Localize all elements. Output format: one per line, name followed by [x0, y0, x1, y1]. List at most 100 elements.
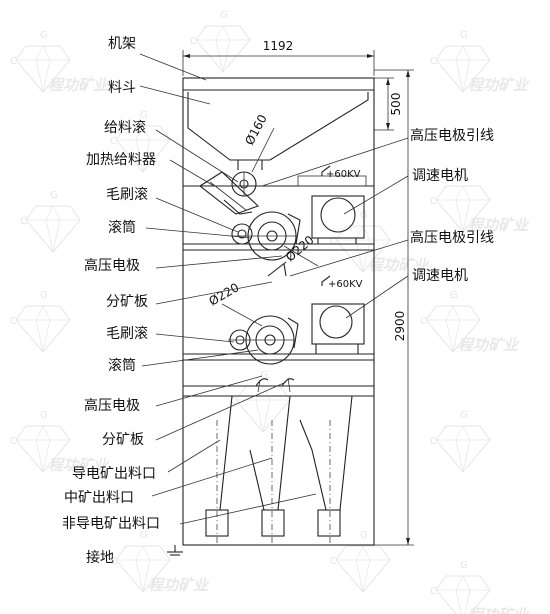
label-middling-outlet: 中矿出料口: [64, 490, 134, 506]
watermark-tile: CG: [10, 290, 71, 353]
feed-roller-dia-leader: [251, 127, 275, 173]
watermark-text: 程功矿业: [48, 76, 110, 94]
watermark-letter-g: G: [50, 190, 58, 201]
label-motor-2: 调速电机: [412, 268, 468, 284]
watermark-letter-g: G: [40, 410, 48, 421]
watermark-text: 程功矿业: [468, 216, 530, 234]
watermark-letter-c: C: [110, 136, 117, 147]
roller-dia-1-text: Ø220: [283, 233, 317, 265]
feed-roller-dia-text: Ø160: [242, 112, 270, 147]
watermark-letter-c: C: [330, 556, 337, 567]
roller-dia-2-leader: [221, 303, 263, 327]
watermark-letter-g: G: [260, 370, 268, 381]
voltage-2-text: +60KV: [328, 279, 363, 290]
ground-symbol: [167, 545, 183, 556]
discharge-chutes: [198, 395, 353, 546]
label-frame: 机架: [108, 36, 136, 52]
watermark-letter-c: C: [10, 316, 17, 327]
watermark-tile: CG: [230, 370, 291, 433]
label-brush-roller-2: 毛刷滚: [106, 325, 148, 342]
lower-splitter-plate: [255, 377, 295, 393]
roller-dia-2-text: Ø220: [207, 280, 242, 308]
label-nonconductor-outlet: 非导电矿出料口: [62, 516, 160, 532]
label-hv-electrode-1: 高压电极: [84, 257, 140, 274]
watermark-letter-c: C: [230, 396, 237, 407]
watermark-tile: C G 程功矿业: [10, 410, 110, 474]
upper-drum-assembly: [230, 211, 301, 261]
watermark-tile: C G 程功矿业: [430, 30, 530, 94]
watermark-tile: C G 程功矿业: [110, 530, 210, 594]
watermark-tile: CG: [330, 530, 391, 593]
watermark-layer: CG程功矿业CGCG程功矿业CGCG程功矿业CGCG程功矿业CGCG程功矿业CG…: [10, 10, 530, 614]
watermark-letter-c: C: [330, 236, 337, 247]
watermark-tile: C G 程功矿业: [10, 30, 110, 94]
watermark-tile: CG: [110, 110, 171, 173]
label-hopper: 料斗: [108, 80, 136, 96]
watermark-text: 程功矿业: [48, 456, 110, 474]
watermark-letter-c: C: [430, 586, 437, 597]
watermark-letter-g: G: [460, 30, 468, 41]
watermark-letter-g: G: [460, 560, 468, 571]
watermark-tile: CG: [190, 10, 251, 73]
watermark-text: 程功矿业: [148, 576, 210, 594]
upper-splitter-plate: [267, 261, 287, 277]
heating-feeder: [199, 171, 260, 215]
dimension-width: 1192: [182, 39, 375, 76]
watermark-text: 程功矿业: [468, 606, 530, 614]
dimension-total: 2900: [374, 69, 414, 546]
watermark-tile: C G 程功矿业: [430, 560, 530, 614]
watermark-tile: C G 程功矿业: [430, 170, 530, 234]
total-height-dimension-text: 2900: [393, 311, 407, 342]
right-leader-lines: [261, 137, 409, 319]
watermark-letter-g: G: [460, 410, 468, 421]
watermark-letter-g: G: [140, 110, 148, 121]
watermark-letter-g: G: [40, 30, 48, 41]
label-brush-roller-1: 毛刷滚: [106, 186, 148, 203]
watermark-letter-g: G: [450, 290, 458, 301]
watermark-letter-c: C: [10, 436, 17, 447]
hopper-height-dimension-text: 500: [389, 93, 403, 116]
watermark-text: 程功矿业: [368, 256, 430, 274]
watermark-letter-c: C: [430, 56, 437, 67]
label-heating-feeder: 加热给料器: [86, 152, 156, 168]
hopper: [187, 92, 369, 170]
label-splitter-1: 分矿板: [106, 294, 148, 310]
label-splitter-2: 分矿板: [102, 432, 144, 448]
dimension-hopper: 500: [374, 77, 403, 131]
watermark-letter-g: G: [140, 530, 148, 541]
watermark-letter-c: C: [190, 36, 197, 47]
watermark-letter-g: G: [40, 290, 48, 301]
watermark-letter-c: C: [430, 196, 437, 207]
watermark-letter-c: C: [20, 216, 27, 227]
label-hv-lead-1: 高压电极引线: [410, 127, 494, 144]
label-feed-roller: 给料滚: [104, 119, 146, 136]
label-drum-1: 滚筒: [108, 219, 136, 236]
label-drum-2: 滚筒: [108, 357, 136, 374]
watermark-tile: C G 程功矿业: [420, 290, 520, 354]
watermark-text: 程功矿业: [468, 76, 530, 94]
label-ground: 接地: [86, 549, 114, 566]
width-dimension-text: 1192: [263, 39, 294, 53]
label-motor-1: 调速电机: [412, 168, 468, 184]
watermark-letter-c: C: [420, 316, 427, 327]
watermark-letter-g: G: [460, 170, 468, 181]
label-conductor-outlet: 导电矿出料口: [72, 466, 156, 482]
voltage-1-text: +60KV: [326, 169, 361, 180]
watermark-letter-g: G: [220, 10, 228, 21]
roller-dia-1-leader: [283, 245, 319, 267]
watermark-tile: CG: [430, 410, 491, 473]
upper-motor: [297, 165, 367, 244]
watermark-letter-c: C: [430, 436, 437, 447]
watermark-text: 程功矿业: [458, 336, 520, 354]
watermark-letter-c: C: [10, 56, 17, 67]
watermark-letter-g: G: [360, 530, 368, 541]
lower-motor: [311, 275, 365, 354]
watermark-tile: CG: [20, 190, 81, 253]
machine-frame: [182, 77, 375, 546]
label-hv-lead-2: 高压电极引线: [410, 229, 494, 246]
label-hv-electrode-2: 高压电极: [84, 397, 140, 414]
watermark-letter-c: C: [110, 556, 117, 567]
lower-drum-assembly: [228, 315, 299, 365]
feed-roller: [231, 171, 257, 197]
